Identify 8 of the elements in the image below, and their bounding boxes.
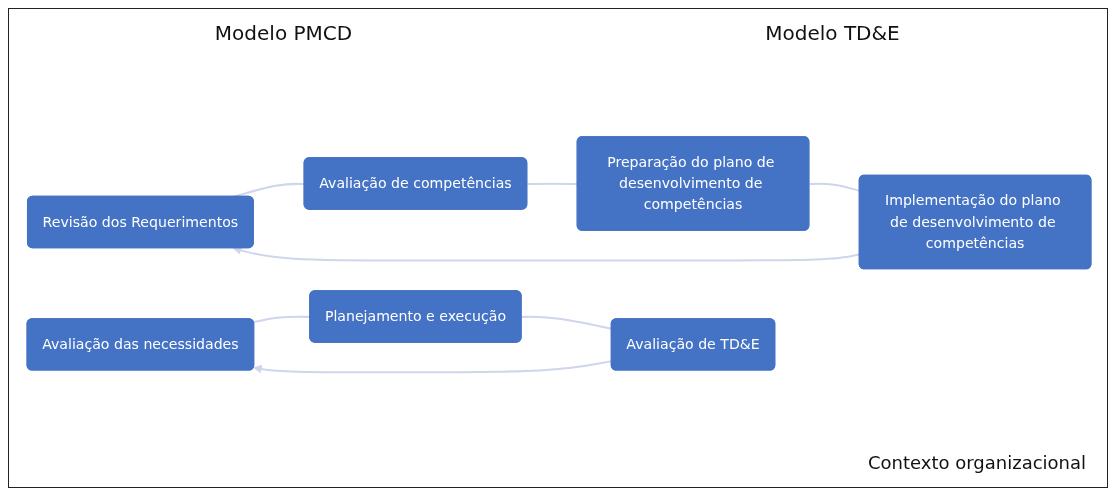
diagram-heading: Modelo TD&E xyxy=(764,21,901,45)
connector xyxy=(521,315,612,330)
arrow xyxy=(253,360,612,374)
connector xyxy=(527,182,578,185)
diagram-heading: Modelo PMCD xyxy=(213,21,354,45)
context-label: Contexto organizacional xyxy=(867,452,1087,473)
connector xyxy=(809,182,860,192)
arrow xyxy=(232,246,860,262)
